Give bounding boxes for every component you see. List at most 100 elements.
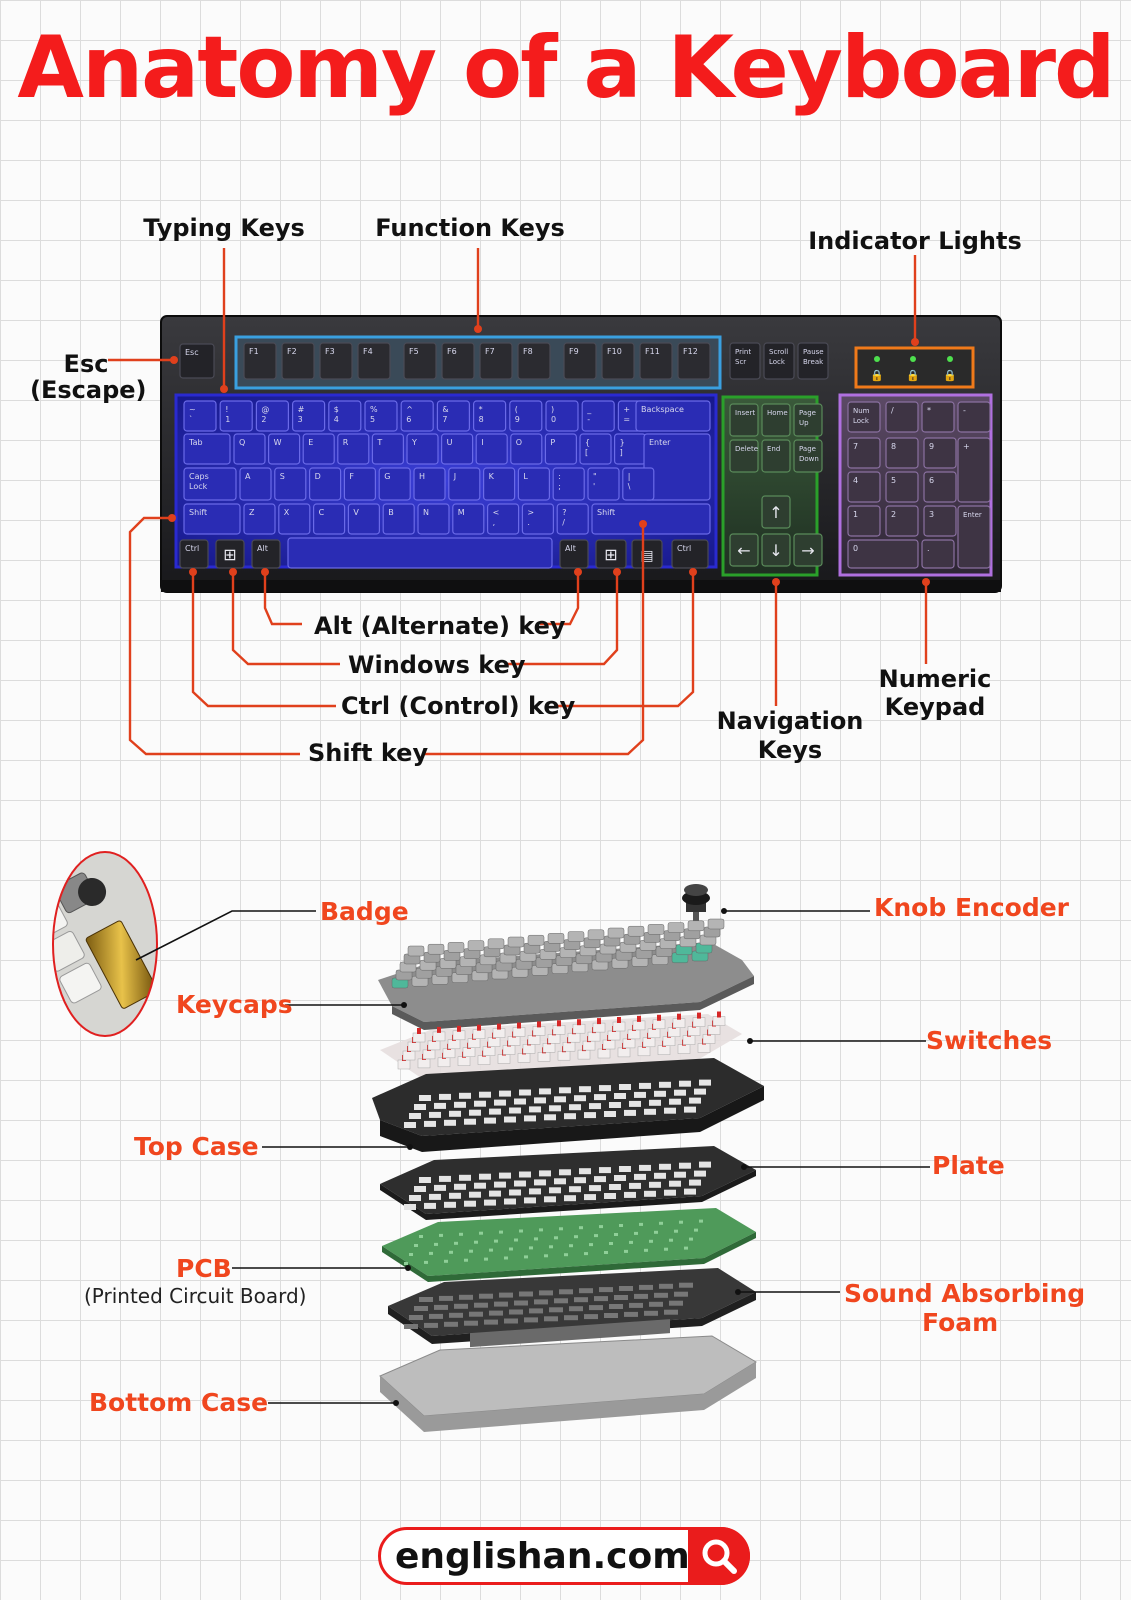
shift-right-key[interactable]: Shift [591, 503, 711, 535]
number-row-key[interactable]: )0 [545, 400, 579, 432]
tab-key[interactable]: Tab [183, 433, 231, 465]
number-row-key[interactable]: @2 [255, 400, 289, 432]
f-key-F9[interactable]: F9 [563, 342, 597, 380]
symbol-key[interactable]: ?/ [556, 503, 589, 535]
symbol-key[interactable]: "' [587, 467, 620, 501]
f-key-F6[interactable]: F6 [441, 342, 475, 380]
enter-key[interactable]: Enter [643, 433, 711, 501]
number-row-key[interactable]: ^6 [400, 400, 434, 432]
number-row-key[interactable]: #3 [292, 400, 326, 432]
letter-key-F[interactable]: F [343, 467, 376, 501]
letter-key-W[interactable]: W [268, 433, 301, 465]
letter-key-H[interactable]: H [413, 467, 446, 501]
letter-key-N[interactable]: N [417, 503, 450, 535]
search-button[interactable] [688, 1527, 750, 1585]
symbol-key[interactable]: :; [552, 467, 585, 501]
numpad-key[interactable]: - [957, 401, 991, 433]
numpad-key[interactable]: 8 [885, 437, 919, 469]
letter-key-V[interactable]: V [347, 503, 380, 535]
numpad-dot-key[interactable]: . [921, 539, 955, 569]
arrow-up-key[interactable] [761, 495, 791, 529]
letter-key-O[interactable]: O [510, 433, 543, 465]
symbol-key[interactable]: {[ [579, 433, 612, 465]
number-row-key[interactable]: *8 [473, 400, 507, 432]
delete-key[interactable]: Delete [729, 439, 759, 473]
numpad-key[interactable]: 3 [923, 505, 957, 537]
letter-key-G[interactable]: G [378, 467, 411, 501]
letter-key-Y[interactable]: Y [406, 433, 439, 465]
space-bar[interactable] [287, 537, 553, 569]
letter-key-Z[interactable]: Z [243, 503, 276, 535]
f-key-F11[interactable]: F11 [639, 342, 673, 380]
shift-left-key[interactable]: Shift [183, 503, 241, 535]
arrow-right-key[interactable] [793, 533, 823, 567]
number-row-key[interactable]: ~` [183, 400, 217, 432]
letter-key-P[interactable]: P [544, 433, 578, 465]
number-row-key[interactable]: _- [581, 400, 615, 432]
symbol-key[interactable]: >. [521, 503, 555, 535]
f-key-F12[interactable]: F12 [677, 342, 711, 380]
f-key-F7[interactable]: F7 [479, 342, 513, 380]
f-key-F3[interactable]: F3 [319, 342, 353, 380]
end-key[interactable]: End [761, 439, 791, 473]
windows-right-key[interactable] [595, 539, 627, 569]
letter-key-X[interactable]: X [278, 503, 311, 535]
numpad-enter-key[interactable]: Enter [957, 505, 991, 569]
arrow-down-key[interactable] [761, 533, 791, 567]
f-key-F4[interactable]: F4 [357, 342, 391, 380]
letter-key-S[interactable]: S [274, 467, 307, 501]
ctrl-right-key[interactable]: Ctrl [671, 539, 709, 569]
windows-left-key[interactable] [215, 539, 245, 569]
number-row-key[interactable]: $4 [328, 400, 362, 432]
numpad-key[interactable]: 9 [923, 437, 957, 469]
number-row-key[interactable]: %5 [364, 400, 398, 432]
numpad-key[interactable]: 2 [885, 505, 919, 537]
number-row-key[interactable]: &7 [436, 400, 470, 432]
numpad-key[interactable]: 4 [847, 471, 881, 503]
letter-key-T[interactable]: T [371, 433, 404, 465]
esc-key[interactable]: Esc [179, 343, 215, 379]
numpad-key[interactable]: 6 [923, 471, 957, 503]
insert-key[interactable]: Insert [729, 403, 759, 437]
letter-key-U[interactable]: U [441, 433, 474, 465]
numpad-key[interactable]: 1 [847, 505, 881, 537]
backspace-key[interactable]: Backspace [635, 400, 711, 432]
number-row-key[interactable]: !1 [219, 400, 253, 432]
numpad-plus-key[interactable]: + [957, 437, 991, 503]
symbol-key[interactable]: <, [487, 503, 520, 535]
menu-key[interactable] [631, 539, 663, 569]
symbol-key[interactable]: |\ [622, 467, 655, 501]
alt-right-key[interactable]: Alt [559, 539, 589, 569]
letter-key-D[interactable]: D [309, 467, 342, 501]
letter-key-R[interactable]: R [337, 433, 370, 465]
ctrl-left-key[interactable]: Ctrl [179, 539, 209, 569]
letter-key-L[interactable]: L [517, 467, 551, 501]
letter-key-E[interactable]: E [302, 433, 335, 465]
letter-key-J[interactable]: J [448, 467, 481, 501]
f-key-F5[interactable]: F5 [403, 342, 437, 380]
f-key-F10[interactable]: F10 [601, 342, 635, 380]
f-key-F8[interactable]: F8 [517, 342, 551, 380]
f-key-F1[interactable]: F1 [243, 342, 277, 380]
letter-key-M[interactable]: M [452, 503, 485, 535]
symbol-key[interactable]: }] [613, 433, 647, 465]
numpad-zero-key[interactable]: 0 [847, 539, 919, 569]
letter-key-C[interactable]: C [313, 503, 346, 535]
letter-key-Q[interactable]: Q [233, 433, 266, 465]
letter-key-I[interactable]: I [475, 433, 508, 465]
number-row-key[interactable]: (9 [509, 400, 543, 432]
f-key-F2[interactable]: F2 [281, 342, 315, 380]
arrow-left-key[interactable] [729, 533, 759, 567]
letter-key-K[interactable]: K [483, 467, 516, 501]
numpad-key[interactable]: * [921, 401, 955, 433]
alt-left-key[interactable]: Alt [251, 539, 281, 569]
site-logo[interactable]: englishan.com [378, 1527, 750, 1585]
home-key[interactable]: Home [761, 403, 791, 437]
